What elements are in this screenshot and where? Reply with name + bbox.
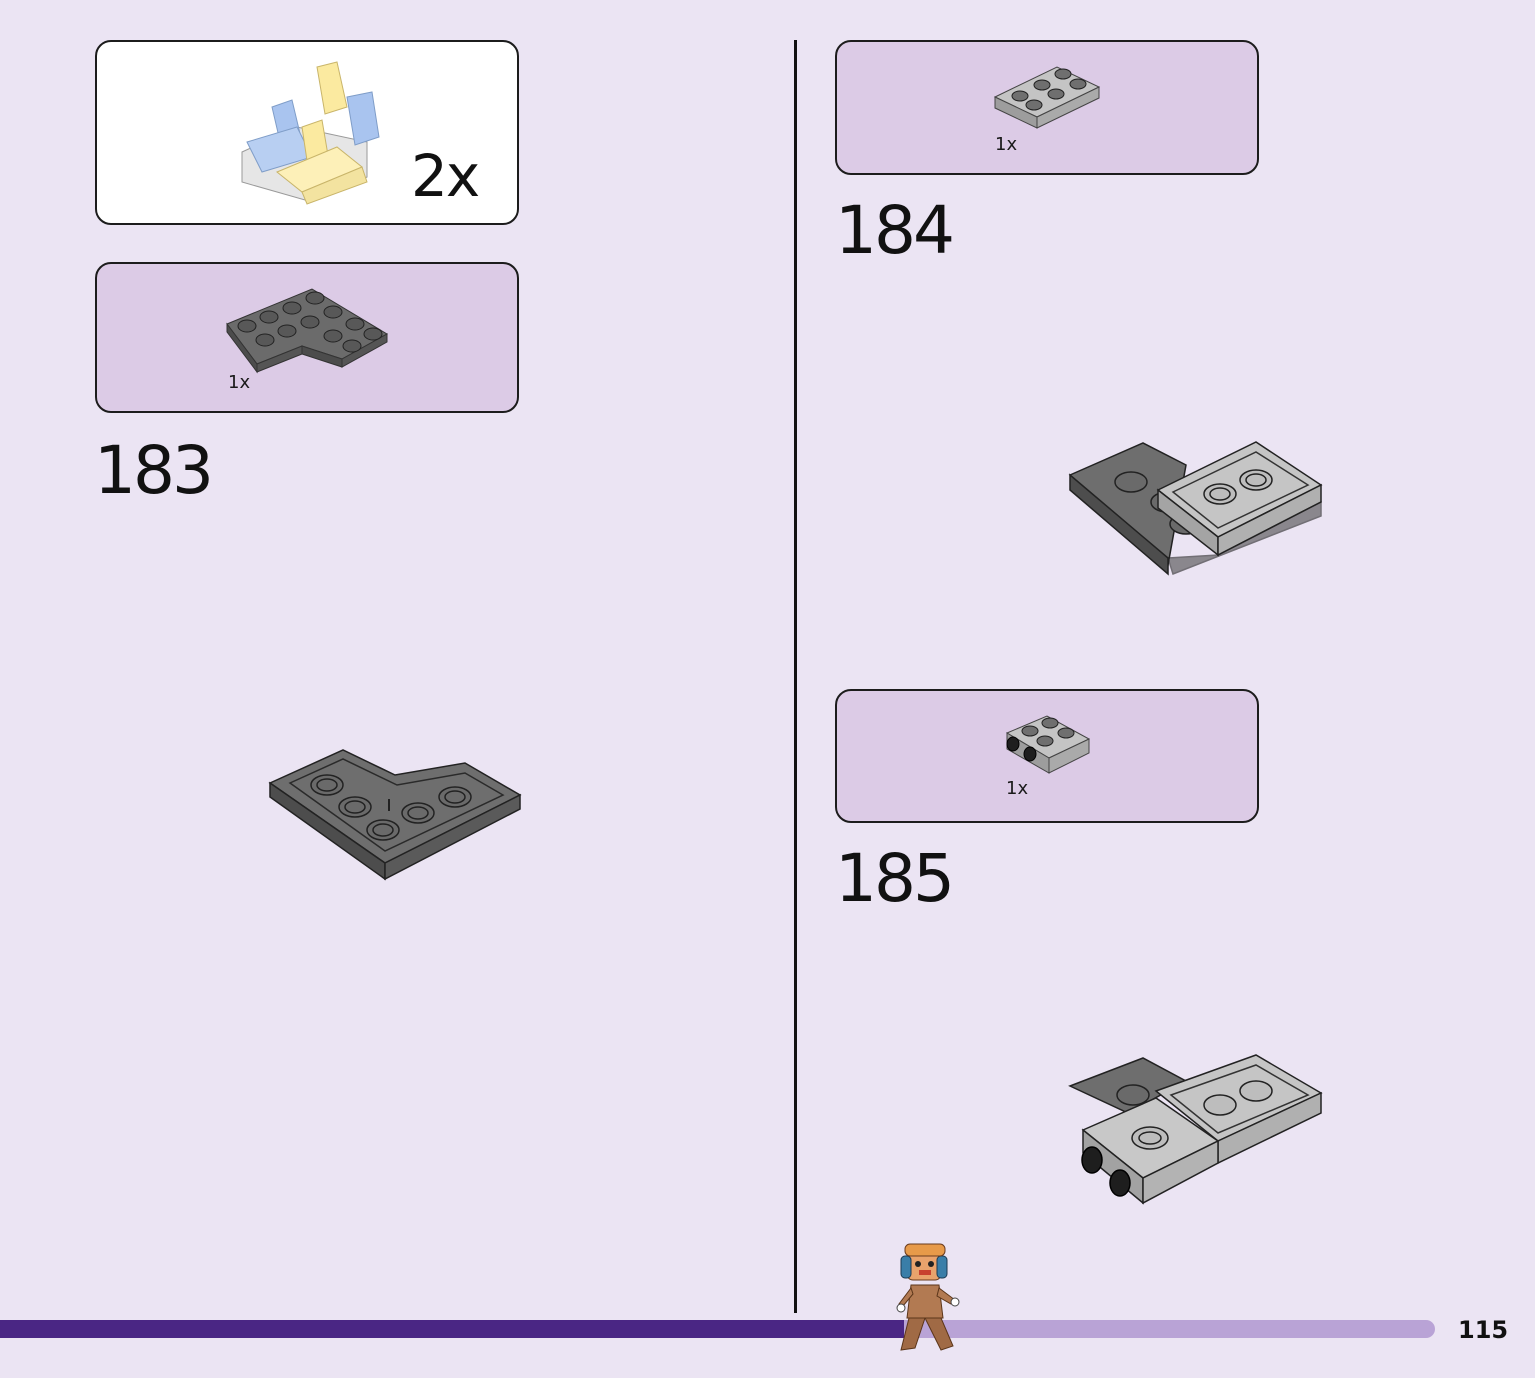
step-184-model-icon bbox=[1068, 441, 1323, 576]
parts-callout-185: 1x bbox=[835, 689, 1259, 823]
parts-callout-183: 1x bbox=[95, 262, 519, 413]
part-quantity-185: 1x bbox=[1006, 778, 1029, 799]
progress-bar bbox=[0, 1320, 1435, 1338]
page-number: 115 bbox=[1458, 1316, 1509, 1344]
step-183-model-icon bbox=[268, 749, 522, 881]
progress-bar-fill bbox=[0, 1320, 905, 1338]
parts-callout-184: 1x bbox=[835, 40, 1259, 175]
page-divider bbox=[794, 40, 797, 1313]
step-number-185: 185 bbox=[835, 840, 955, 917]
part-quantity-183: 1x bbox=[228, 372, 251, 393]
light-gray-2x3-plate-icon bbox=[993, 66, 1101, 129]
light-gray-bracket-plate-icon bbox=[1005, 715, 1091, 774]
dark-gray-l-plate-icon bbox=[226, 288, 388, 374]
step-185-model-icon bbox=[1068, 1054, 1323, 1205]
part-quantity-184: 1x bbox=[995, 134, 1018, 155]
step-number-183: 183 bbox=[94, 432, 214, 509]
submodel-multiplier: 2x bbox=[411, 142, 480, 210]
minifigure-icon bbox=[896, 1243, 960, 1351]
step-number-184: 184 bbox=[835, 192, 955, 269]
seat-assembly-icon bbox=[241, 61, 380, 205]
submodel-callout: 2x bbox=[95, 40, 519, 225]
